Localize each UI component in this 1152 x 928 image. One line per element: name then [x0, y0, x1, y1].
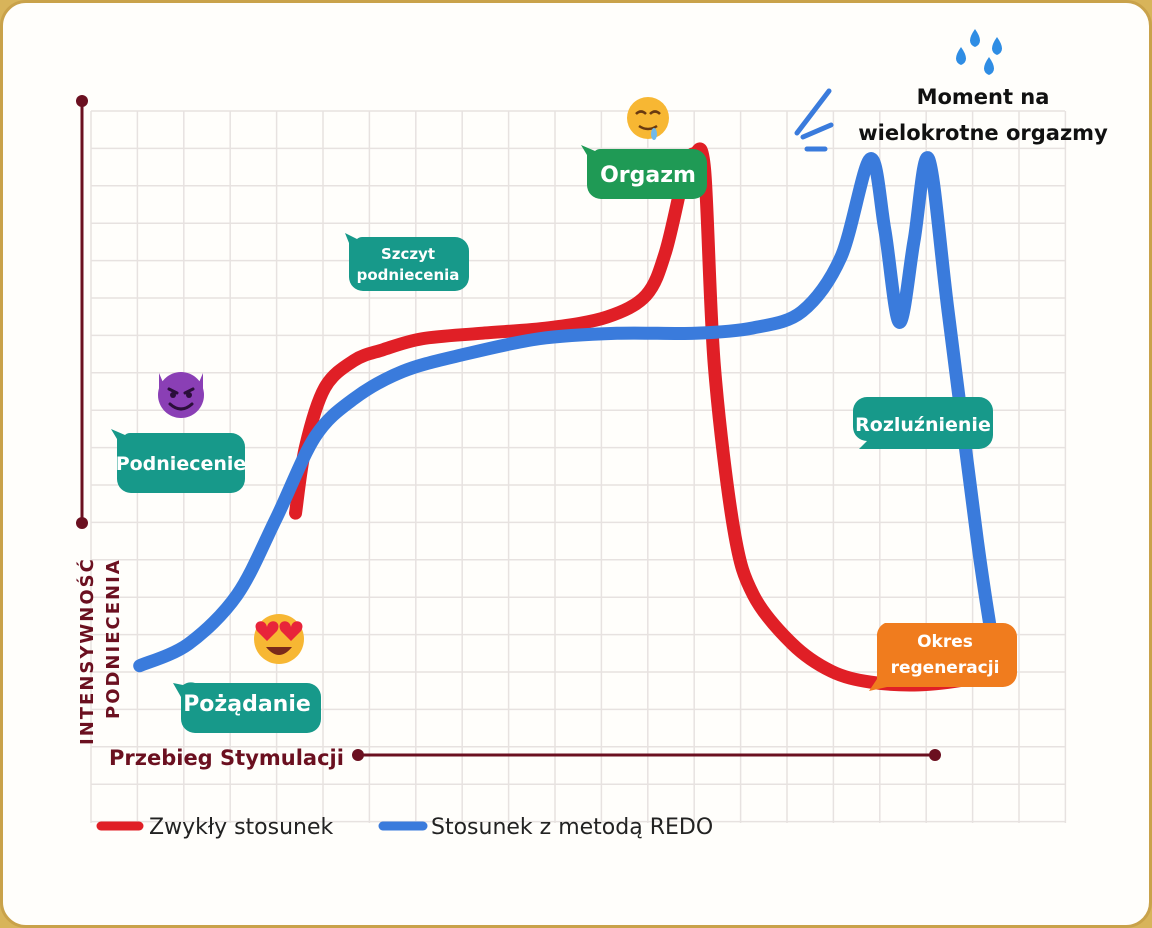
bubble-szczyt-podniecenia: Szczyt podniecenia — [345, 233, 469, 291]
x-axis-label: Przebieg Stymulacji — [109, 746, 344, 770]
x-axis-left-dot — [352, 749, 364, 761]
sweat-droplets-emoji-icon — [956, 29, 1002, 75]
bubble-pozadanie: Pożądanie — [173, 682, 321, 733]
burst-line-2 — [800, 122, 834, 140]
bubble-orgazm: Orgazm — [581, 145, 707, 199]
bubble-label-rozluznienie: Rozluźnienie — [855, 414, 991, 436]
note-line-2: wielokrotne orgazmy — [858, 121, 1108, 145]
bubble-okres-regeneracji: Okres regeneracji — [869, 623, 1017, 691]
axes: Przebieg Stymulacji INTENSYWNOŚĆ PODNIEC… — [76, 95, 941, 770]
series-line-redo — [133, 151, 999, 673]
bubble-label-szczyt-line-2: podniecenia — [357, 266, 460, 284]
drooling-face-emoji-icon — [627, 97, 669, 140]
x-axis-right-dot — [929, 749, 941, 761]
legend: Zwykły stosunek Stosunek z metodą REDO — [96, 815, 713, 840]
legend-label-redo: Stosunek z metodą REDO — [431, 815, 713, 840]
bubble-label-okres-line-2: regeneracji — [891, 658, 1000, 678]
burst-lines — [794, 88, 834, 152]
bubble-label-okres-line-1: Okres — [917, 632, 973, 652]
burst-line-1 — [794, 88, 832, 136]
bubble-label-pozadanie: Pożądanie — [183, 692, 311, 717]
bubble-podniecenie: Podniecenie — [111, 429, 246, 493]
y-axis-label-line-1: INTENSYWNOŚĆ — [76, 557, 98, 745]
bubble-label-podniecenie: Podniecenie — [116, 453, 247, 475]
bubble-label-orgazm: Orgazm — [600, 163, 696, 188]
bubble-label-szczyt-line-1: Szczyt — [381, 245, 435, 263]
heart-eyes-emoji-icon — [254, 614, 304, 664]
note-line-1: Moment na — [917, 85, 1050, 109]
y-axis-label-line-2: PODNIECENIA — [103, 558, 124, 719]
y-axis-bottom-dot — [76, 517, 88, 529]
chart-svg: Przebieg Stymulacji INTENSYWNOŚĆ PODNIEC… — [76, 29, 1108, 840]
y-axis-top-dot — [76, 95, 88, 107]
bubble-rozluznienie: Rozluźnienie — [853, 397, 993, 449]
legend-label-zwykly: Zwykły stosunek — [149, 815, 334, 840]
smiling-devil-emoji-icon — [158, 372, 204, 418]
